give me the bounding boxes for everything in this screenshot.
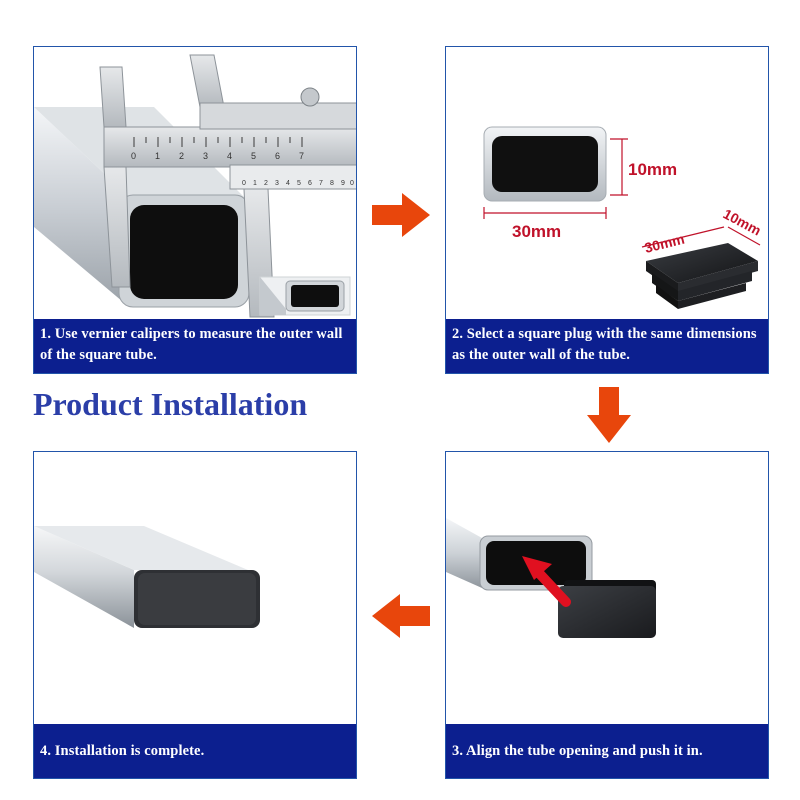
arrow-left-icon: [372, 594, 430, 638]
tube-width-label: 30mm: [512, 222, 561, 241]
installed-plug-image: [134, 570, 260, 628]
main-scale-label: 2: [179, 151, 184, 161]
vernier-scale-label: 7: [319, 180, 323, 187]
plug-image: [558, 580, 656, 638]
vernier-scale-label: 2: [264, 180, 268, 187]
plug-selection-illustration: 10mm 30mm 30mm 10mm: [483, 126, 764, 309]
vernier-scale-label: 0: [350, 180, 354, 187]
step-4-panel: 4. Installation is complete.: [33, 451, 357, 779]
tube-height-label: 10mm: [628, 160, 677, 179]
main-scale-label: 6: [275, 151, 280, 161]
main-scale-label: 7: [299, 151, 304, 161]
installed-plug-illustration: [34, 526, 260, 628]
main-scale-label: 4: [227, 151, 232, 161]
step-3-caption: 3. Align the tube opening and push it in…: [446, 724, 768, 778]
step-3-panel: 3. Align the tube opening and push it in…: [445, 451, 769, 779]
step-2-caption: 2. Select a square plug with the same di…: [446, 319, 768, 373]
vernier-scale-label: 0: [242, 180, 246, 187]
vernier-scale-label: 1: [253, 180, 257, 187]
caliper-measurement-illustration: 0 1 2 3 4 5 6 7 0 1 2 3 4 5 6 7 8 9 0: [34, 54, 356, 318]
plug-insertion-illustration: [446, 518, 656, 638]
step-2-panel: 10mm 30mm 30mm 10mm 2. Select a square p…: [445, 46, 769, 374]
arrow-down-icon: [587, 387, 631, 443]
vernier-scale-label: 5: [297, 180, 301, 187]
main-scale-label: 0: [131, 151, 136, 161]
plug-height-label: 10mm: [721, 206, 764, 239]
vernier-scale-label: 3: [275, 180, 279, 187]
plug-width-label: 30mm: [643, 231, 686, 256]
vernier-scale-label: 4: [286, 180, 290, 187]
step-1-caption: 1. Use vernier calipers to measure the o…: [34, 319, 356, 373]
main-scale-label: 5: [251, 151, 256, 161]
push-arrow-icon: [522, 556, 571, 607]
main-scale-label: 3: [203, 151, 208, 161]
vernier-scale-label: 6: [308, 180, 312, 187]
step-1-panel: 0 1 2 3 4 5 6 7 0 1 2 3 4 5 6 7 8 9 0 1.…: [33, 46, 357, 374]
vernier-scale-label: 9: [341, 180, 345, 187]
step-4-caption: 4. Installation is complete.: [34, 724, 356, 778]
page-title: Product Installation: [33, 386, 308, 422]
main-scale-label: 1: [155, 151, 160, 161]
arrow-right-icon: [372, 193, 430, 237]
square-plug-image: [646, 243, 758, 309]
vernier-scale-label: 8: [330, 180, 334, 187]
